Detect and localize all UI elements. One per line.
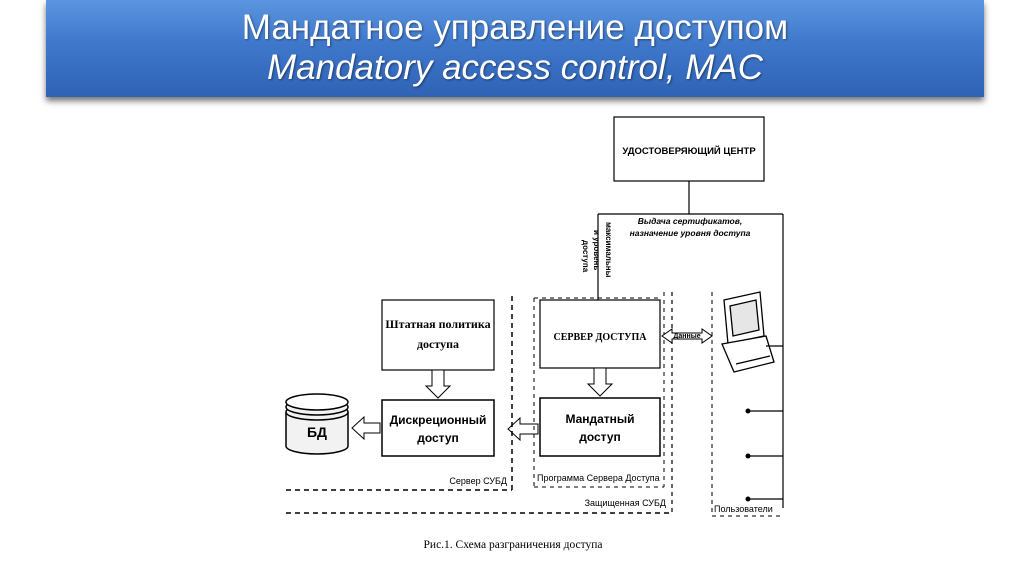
data-label: Данные [673,333,700,340]
users-label: Пользователи [714,504,773,514]
slide-title-ru: Мандатное управление доступом [241,8,789,47]
certificate-center-box [613,116,765,182]
access-server-program-label: Программа Сервера Доступа [537,473,660,483]
database-label: БД [307,424,327,440]
arrow-discretionary-to-db [351,415,381,441]
max-levels-label-2: и уровень [592,230,601,270]
protected-dbms-label: Защищенная СУБД [585,498,666,508]
certificate-center-label: УДОСТОВЕРЯЮЩИЙ ЦЕНТР [622,145,756,157]
discretionary-access-label-2: доступ [417,431,459,445]
discretionary-access-label-1: Дискреционный [390,413,487,427]
user-connection-nodes [745,408,783,502]
mandatory-access-label-2: доступ [579,430,621,444]
title-banner: Мандатное управление доступом Mandatory … [46,0,984,97]
dbms-server-label: Сервер СУБД [449,476,507,486]
slide-title-en: Mandatory access control, MAC [266,48,763,87]
standard-policy-label-1: Штатная политика [385,317,490,331]
standard-policy-label-2: доступа [417,337,459,351]
arrow-server-to-mandatory [586,367,614,397]
access-server-box [539,299,661,369]
arrow-policy-to-discretionary [424,369,452,399]
figure-caption: Рис.1. Схема разграничения доступа [424,539,603,551]
mandatory-access-label-1: Мандатный [565,412,634,426]
assign-access-level-label: назначение уровня доступа [630,228,751,238]
mandatory-access-box [539,397,661,457]
data-double-arrow [661,328,713,344]
computer-terminal-icon [721,291,783,373]
discretionary-access-box [381,399,495,457]
arrow-mandatory-to-discretionary [507,416,539,442]
issue-certificates-label: Выдача сертификатов, [638,216,742,226]
access-server-label: СЕРВЕР ДОСТУПА [554,332,648,343]
max-levels-label-1: максимальны [604,222,613,278]
max-levels-label-3: доступа [581,240,590,273]
standard-policy-box [381,299,495,371]
database-cylinder [285,393,349,455]
